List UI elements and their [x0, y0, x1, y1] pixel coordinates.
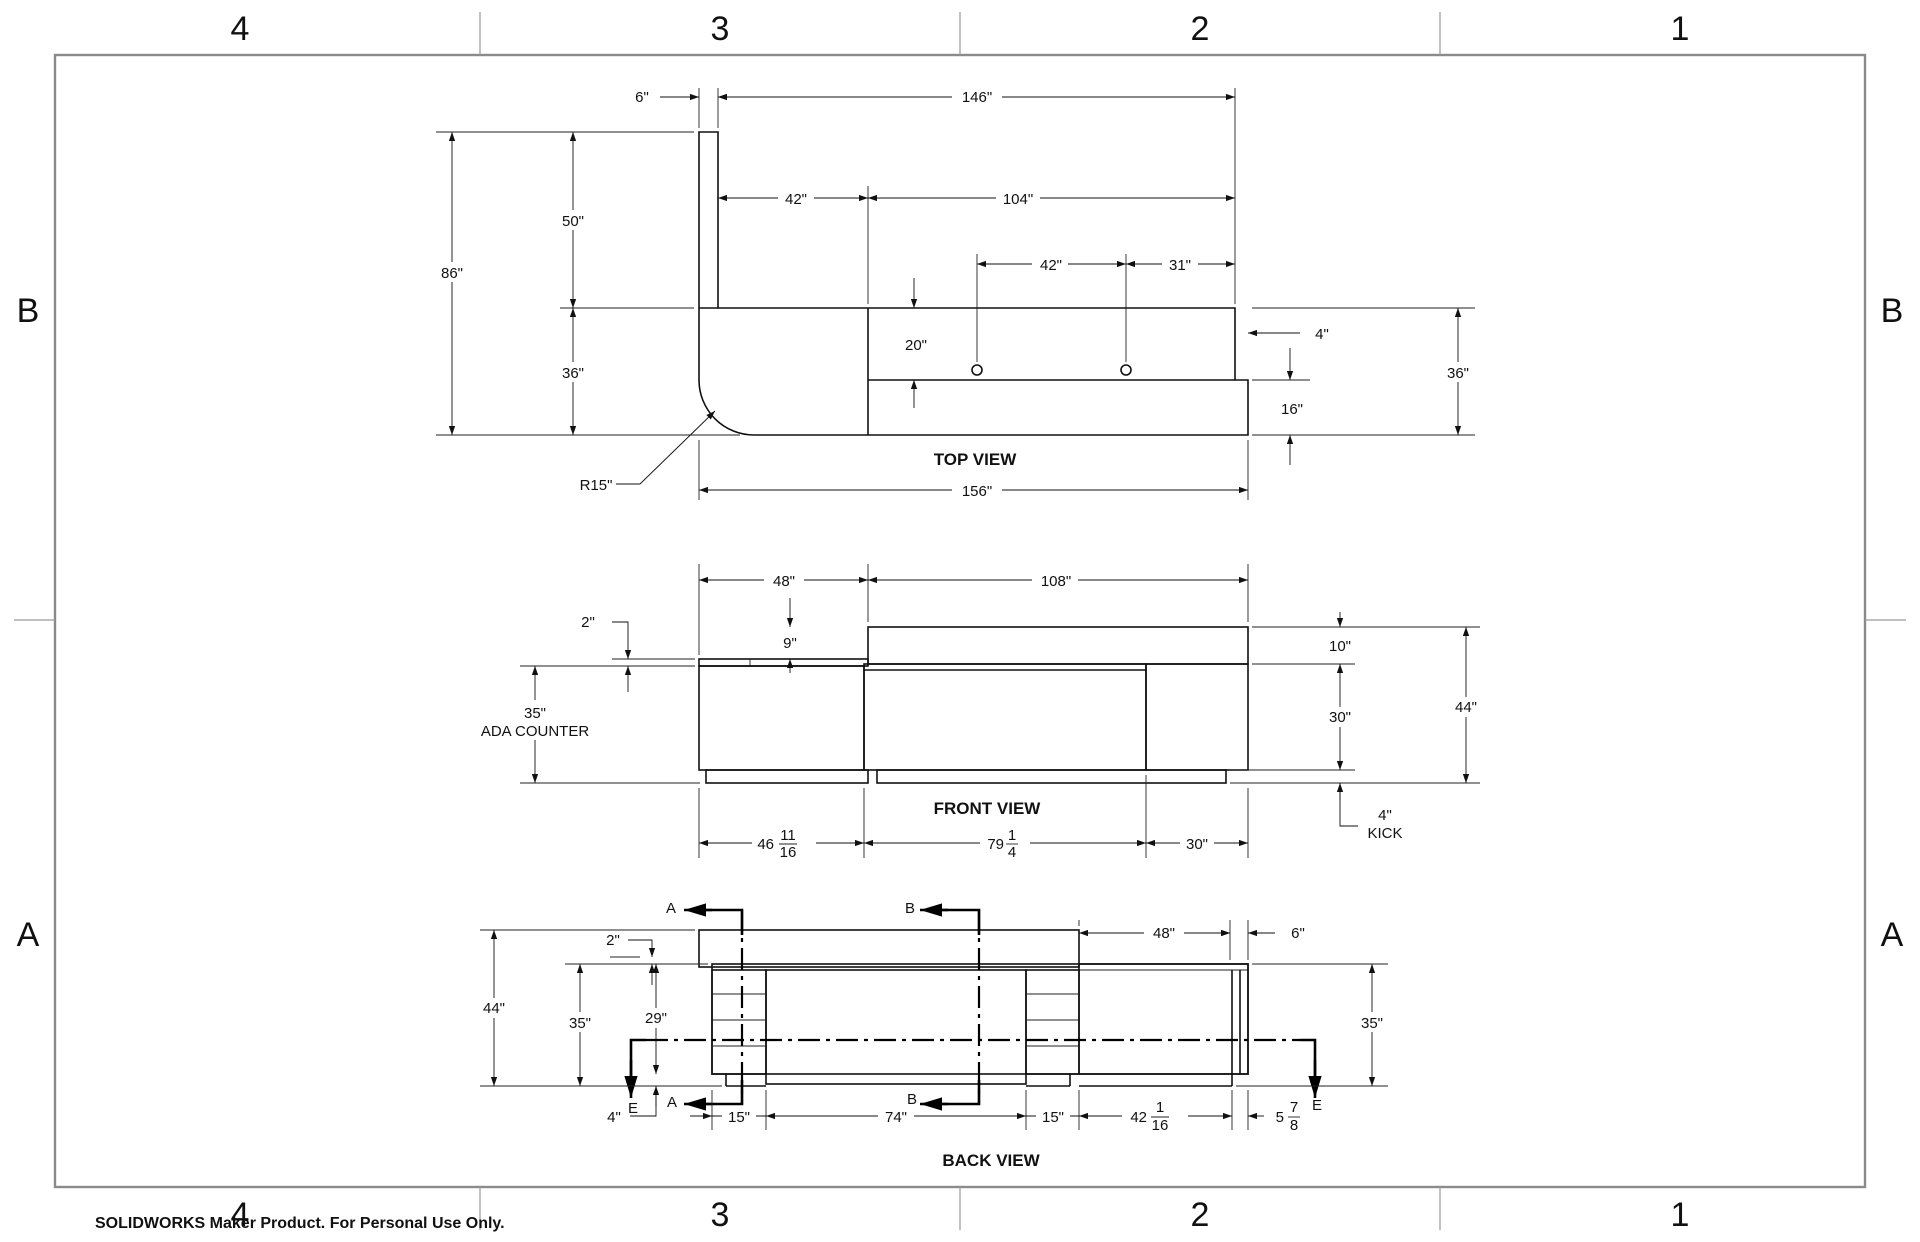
solidworks-watermark: SOLIDWORKS Maker Product. For Personal U… [95, 1215, 505, 1232]
zone-top-1: 1 [1671, 10, 1690, 48]
dim-44-back: 44" [483, 1000, 505, 1017]
back-ada-cabinet [1078, 963, 1249, 1075]
main-cabinet [863, 663, 1147, 771]
dim-104: 104" [1003, 191, 1033, 208]
dim-74: 74" [885, 1109, 907, 1126]
dim-44-front: 44" [1455, 699, 1477, 716]
dim-4-kick: 4" [1378, 807, 1392, 824]
section-a-top: A [666, 900, 676, 917]
dim-48-back: 48" [1153, 925, 1175, 942]
dim-6-top: 6" [635, 89, 649, 106]
dim-146: 146" [962, 89, 992, 106]
dim-42-top: 42" [785, 191, 807, 208]
section-e-left: E [628, 1100, 638, 1117]
grommet-left [971, 364, 983, 376]
end-cabinet [1145, 663, 1249, 771]
dim-5-denominator: 8 [1290, 1117, 1298, 1134]
back-view: E E A A B B 48" [478, 900, 1388, 1170]
dim-15-left: 15" [728, 1109, 750, 1126]
dim-46-whole: 46 [757, 836, 774, 853]
back-raised-counter [698, 929, 1080, 968]
zone-left-a: A [17, 916, 40, 954]
top-view: 6" 146" 42" 104" 42" 31" 86" 50" 36" 20"… [436, 87, 1475, 500]
ada-counter-label: ADA COUNTER [481, 723, 590, 740]
section-b-bottom: B [907, 1091, 917, 1108]
zone-bottom-4: 4 [231, 1196, 250, 1234]
dim-29: 29" [645, 1010, 667, 1027]
dim-9: 9" [783, 635, 797, 652]
section-b-top: B [905, 900, 915, 917]
dim-156: 156" [962, 483, 992, 500]
back-drawers-left [711, 969, 767, 1075]
dim-16: 16" [1281, 401, 1303, 418]
zone-right-b: B [1881, 292, 1904, 330]
dim-4-top: 4" [1315, 326, 1329, 343]
dim-79-numerator: 1 [1008, 827, 1016, 844]
zone-left-b: B [17, 292, 40, 330]
zone-top-4: 4 [231, 10, 250, 48]
dim-10: 10" [1329, 638, 1351, 655]
back-knee-space [765, 969, 1027, 1085]
dim-2-back: 2" [606, 932, 620, 949]
back-drawers-right [1025, 969, 1080, 1075]
zone-right-a: A [1881, 916, 1904, 954]
dim-2-front: 2" [581, 614, 595, 631]
dim-5-whole: 5 [1276, 1109, 1284, 1126]
dim-50: 50" [562, 213, 584, 230]
dim-46-denominator: 16 [780, 844, 797, 861]
zone-top-3: 3 [711, 10, 730, 48]
dim-42-whole: 42 [1130, 1109, 1147, 1126]
dim-35-back-left: 35" [569, 1015, 591, 1032]
dim-30-horizontal: 30" [1186, 836, 1208, 853]
front-view-title: FRONT VIEW [934, 799, 1042, 818]
dim-42-numerator: 1 [1156, 1099, 1164, 1116]
section-e-right: E [1312, 1097, 1322, 1114]
raised-counter [867, 626, 1249, 665]
dim-15-right: 15" [1042, 1109, 1064, 1126]
dim-6-back: 6" [1291, 925, 1305, 942]
dim-35-back-right: 35" [1361, 1015, 1383, 1032]
dim-79-whole: 79 [987, 836, 1004, 853]
dim-31: 31" [1169, 257, 1191, 274]
back-base [711, 963, 1249, 1075]
dim-86: 86" [441, 265, 463, 282]
dim-5-numerator: 7 [1290, 1099, 1298, 1116]
kick-label: KICK [1367, 825, 1402, 842]
dim-20: 20" [905, 337, 927, 354]
toe-kick-left [705, 769, 869, 784]
zone-bottom-1: 1 [1671, 1196, 1690, 1234]
dim-36-left: 36" [562, 365, 584, 382]
grommet-right [1120, 364, 1132, 376]
dim-4-back: 4" [607, 1109, 621, 1126]
dim-46-numerator: 11 [780, 827, 796, 844]
dim-108: 108" [1041, 573, 1071, 590]
zone-bottom-3: 3 [711, 1196, 730, 1234]
toe-kick-right [876, 769, 1227, 784]
dim-48-front: 48" [773, 573, 795, 590]
dim-35-front: 35" [524, 705, 546, 722]
dim-r15: R15" [580, 477, 613, 494]
dim-79-denominator: 4 [1008, 844, 1016, 861]
zone-bottom-2: 2 [1191, 1196, 1210, 1234]
dim-36-right: 36" [1447, 365, 1469, 382]
back-view-title: BACK VIEW [942, 1151, 1040, 1170]
top-view-title: TOP VIEW [934, 450, 1017, 469]
zone-top-2: 2 [1191, 10, 1210, 48]
dim-30-vertical: 30" [1329, 709, 1351, 726]
dim-42-grommets: 42" [1040, 257, 1062, 274]
drawing-border [53, 53, 1867, 1189]
ada-counter-top [698, 658, 869, 667]
section-a-bottom: A [667, 1094, 677, 1111]
front-view: 48" 108" 2" 9" 35" ADA COUNTER 10" 30" 4… [481, 564, 1482, 861]
ada-cabinet [698, 665, 865, 771]
top-view-outline [698, 131, 1249, 436]
dim-42-denominator: 16 [1152, 1117, 1169, 1134]
sheet-frame: 4 3 2 1 4 3 2 1 B A B A [14, 10, 1906, 1234]
